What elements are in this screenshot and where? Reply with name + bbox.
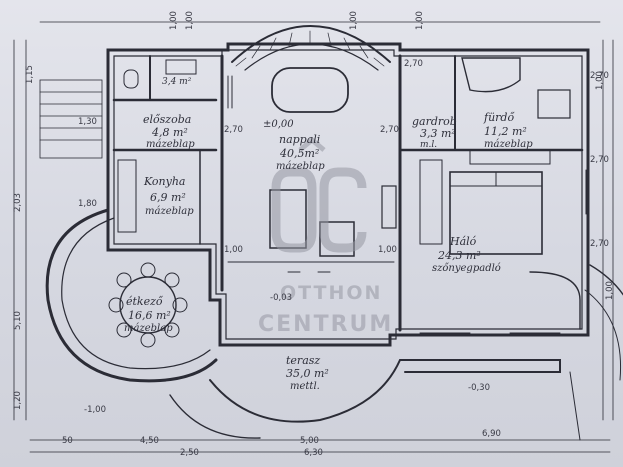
dim-top-1: 1,00 [185,11,195,30]
dim-left-0: 1,15 [25,65,35,84]
nappali-name: nappali [279,133,321,146]
konyha-name: Konyha [144,175,186,188]
konyha-area: 6,9 m² [150,191,186,204]
dim-bottom-3: 5,00 [300,436,319,446]
hall-level-label: ±0,00 [263,119,294,130]
dim-misc-4: 2,70 [404,59,423,69]
gardrob-floor: m.l. [420,140,438,150]
dim-bottom-5: 6,90 [482,429,501,439]
terasz-name: terasz [286,354,321,367]
right-terrace-arc-2 [584,289,622,381]
etkezo-name: étkező [126,295,163,308]
etkezo-area: 16,6 m² [128,309,171,322]
entrance-stair [39,79,103,159]
haloszoba-name: Háló [450,235,477,248]
dining-bay-inner [61,217,211,370]
dining-bay-wall [45,208,218,383]
dim-left-5: 1,20 [13,391,23,410]
dim-misc-1: 1,00 [224,245,243,255]
eloszoba-floor: mázeblap [146,139,195,150]
furdo-area: 3,4 m² [162,77,192,87]
dim-left-4: 5,10 [13,311,23,330]
level-terrace: -0,03 [270,293,292,303]
shower-tray [537,89,571,119]
staircase-inner [244,43,379,71]
wc-bowl [123,69,139,89]
dim-misc-0: 2,70 [224,125,243,135]
dining-chairs [108,262,188,348]
haloszoba-area: 24,3 m² [438,249,481,262]
terrace-outer [169,394,261,439]
bath-counter [469,149,551,165]
dim-bottom-2: 2,50 [180,448,199,458]
bedroom-bay [529,271,581,330]
terrace-curve [209,359,561,423]
dim-misc-3: 2,70 [380,125,399,135]
staircase-outer [231,25,391,63]
stair-landing [271,67,349,113]
level-outside: -0,30 [468,383,490,393]
watermark-line1: OTTHON [280,282,383,304]
right-terrace-arc [589,264,623,296]
armchair [319,221,355,257]
main-wall-outline [106,42,590,347]
dim-left-1: 1,30 [78,117,97,127]
dim-right-2: 2,70 [590,155,609,165]
konyha-floor: mázeblap [145,206,194,217]
otthon-centrum-logo [271,136,367,253]
dim-bottom-1: 4,50 [140,436,159,446]
kitchen-counter [117,159,137,233]
nappali-area: 40,5m² [280,147,320,160]
wash-basin [165,59,197,75]
level-garden: -1,00 [84,405,106,415]
dim-right-3: 2,70 [590,239,609,249]
wardrobe [419,159,443,245]
eloszoba-area: 4,8 m² [152,126,188,139]
terasz-area: 35,0 m² [286,367,329,380]
furdoszoba-area: 11,2 m² [484,125,527,138]
dim-bottom-0: 50 [62,436,73,446]
dim-misc-2: 1,00 [378,245,397,255]
nappali-floor: mázeblap [276,161,325,172]
furdoszoba-name: fürdő [484,111,515,124]
haloszoba-floor: szőnyegpadló [432,263,501,274]
terasz-floor: mettl. [290,381,320,392]
dim-top-3: 1,00 [415,11,425,30]
window-marks [227,75,587,334]
dim-right-1: 2,70 [590,71,609,81]
right-terrace-steps [569,371,581,441]
dim-left-2: 2,03 [13,193,23,212]
eloszoba-name: előszoba [143,113,192,126]
dim-left-3: 1,80 [78,199,97,209]
furdoszoba-floor: mázeblap [484,139,533,150]
dim-right-4: 1,00 [605,281,615,300]
corner-bathtub [461,57,521,93]
watermark-line2: CENTRUM [258,312,394,337]
tv-cabinet [381,185,397,229]
dim-top-2: 1,00 [349,11,359,30]
gardrob-area: 3,3 m² [420,127,456,140]
etkezo-floor: mázeblap [124,323,173,334]
dim-bottom-4: 6,30 [304,448,323,458]
gardrob-name: gardrob [412,115,457,128]
dim-top-0: 1,00 [169,11,179,30]
